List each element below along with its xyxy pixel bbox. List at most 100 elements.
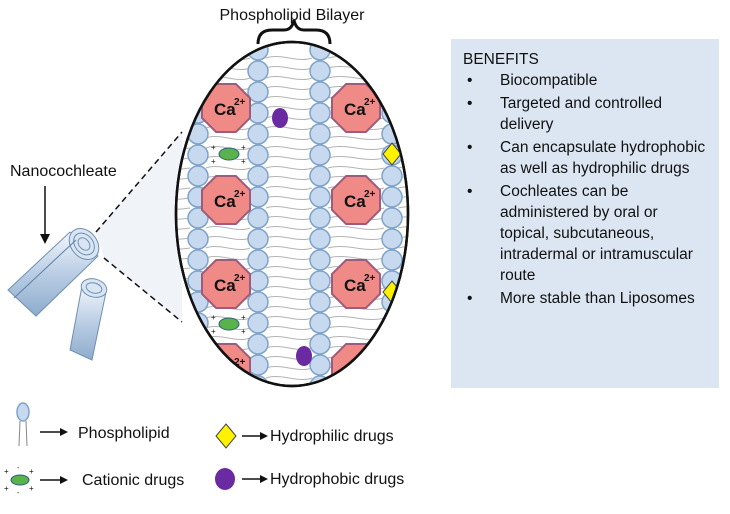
phospholipid-head	[247, 144, 269, 166]
legend-cationic-icon: ++ ++ --	[4, 465, 34, 497]
hydrophobic-drug	[296, 346, 312, 366]
lipid-tail	[176, 377, 191, 380]
lipid-tail	[265, 266, 313, 270]
phospholipid-head	[187, 249, 209, 271]
lipid-tail	[397, 366, 408, 369]
phospholipid-head	[381, 42, 403, 61]
zoom-line-bottom	[103, 257, 183, 323]
lipid-tail	[397, 376, 408, 379]
phospholipid-head	[187, 60, 209, 82]
phospholipid-head	[247, 249, 269, 271]
legend: Phospholipid Hydrophilic drugs ++ ++ -- …	[4, 402, 404, 497]
benefit-item: Cochleates can be administered by oral o…	[463, 181, 707, 286]
lipid-tail	[205, 166, 251, 170]
lipid-tail	[265, 246, 313, 250]
calcium-ion	[201, 343, 251, 386]
lipid-tail	[265, 136, 313, 140]
lipid-tail	[327, 226, 385, 230]
legend-arrow-4	[242, 475, 268, 483]
lipid-tail	[176, 337, 191, 340]
legend-arrow-2	[242, 432, 268, 440]
lipid-tail	[397, 226, 408, 229]
legend-arrow-3	[40, 476, 68, 484]
lipid-tail	[205, 226, 251, 230]
calcium-label: Ca	[344, 192, 366, 211]
calcium-ion	[331, 259, 381, 309]
lipid-tail	[327, 146, 385, 150]
calcium-charge: 2+	[234, 189, 246, 200]
lipid-tail	[176, 67, 191, 70]
legend-hydrophilic-label: Hydrophilic drugs	[270, 428, 394, 445]
lipid-tail	[265, 326, 313, 330]
charge-sign: +	[241, 157, 246, 166]
legend-phospholipid-icon	[16, 402, 30, 447]
lipid-tail	[176, 187, 191, 190]
lipid-tail	[397, 306, 408, 309]
phospholipid-head	[187, 354, 209, 376]
nanocochleate-large-tube	[7, 228, 100, 317]
lipid-tail	[397, 276, 408, 279]
lipid-tail	[265, 236, 313, 240]
lipid-tail	[397, 116, 408, 119]
lipid-tail	[176, 117, 191, 120]
lipid-tail	[205, 246, 251, 250]
phospholipid-head	[309, 102, 331, 124]
bilayer-brace	[256, 19, 332, 45]
lipid-tail	[265, 116, 313, 120]
lipid-tail	[265, 306, 313, 310]
calcium-label: Ca	[344, 276, 366, 295]
benefit-item: Biocompatible	[463, 70, 707, 91]
lipid-tail	[327, 376, 385, 380]
lipid-tail	[176, 87, 191, 90]
lipid-tail	[397, 336, 408, 339]
phospholipid-head	[381, 249, 403, 271]
phospholipid-head	[187, 144, 209, 166]
charge-sign: +	[211, 327, 216, 336]
svg-text:+: +	[4, 484, 9, 493]
lipid-tail	[397, 266, 408, 269]
phospholipid-head	[309, 270, 331, 292]
phospholipid-head	[247, 165, 269, 187]
lipid-tail	[265, 66, 313, 70]
lipid-tail	[205, 256, 251, 260]
lipid-tail	[205, 136, 251, 140]
phospholipid-head	[381, 375, 403, 386]
phospholipid-head	[381, 207, 403, 229]
lipid-tail	[176, 137, 191, 140]
calcium-charge: 2+	[364, 97, 376, 108]
charge-sign: +	[241, 327, 246, 336]
phospholipid-head	[187, 165, 209, 187]
lipid-tail	[265, 226, 313, 230]
phospholipid-head	[381, 333, 403, 355]
lipid-tail	[265, 56, 313, 60]
calcium-charge: 2+	[364, 189, 376, 200]
phospholipid-head	[381, 228, 403, 250]
calcium-charge: 2+	[364, 357, 376, 368]
lipid-tail	[397, 56, 408, 59]
legend-arrow-1	[40, 428, 68, 436]
calcium-ion	[201, 259, 251, 309]
calcium-label: Ca	[214, 276, 236, 295]
cationic-drug	[218, 317, 240, 331]
lipid-tail	[265, 156, 313, 160]
lipid-tail	[397, 166, 408, 169]
nanocochleate-label: Nanocochleate	[10, 163, 117, 180]
hydrophilic-drug	[382, 142, 402, 166]
lipid-tail	[265, 146, 313, 150]
lipid-tail	[265, 166, 313, 170]
calcium-label: Ca	[344, 100, 366, 119]
lipid-tail	[176, 217, 191, 220]
lipid-tail	[397, 106, 408, 109]
lipid-tail	[205, 236, 251, 240]
calcium-charge: 2+	[234, 97, 246, 108]
phospholipid-head	[247, 81, 269, 103]
lipid-tail	[176, 317, 191, 320]
lipid-tail	[265, 316, 313, 320]
calcium-ion	[201, 175, 251, 225]
lipid-tail	[327, 236, 385, 240]
phospholipid-head	[187, 207, 209, 229]
lipid-tail	[176, 177, 191, 180]
legend-cationic-label: Cationic drugs	[82, 472, 184, 489]
lipid-tail	[397, 96, 408, 99]
charge-sign: +	[211, 143, 216, 152]
